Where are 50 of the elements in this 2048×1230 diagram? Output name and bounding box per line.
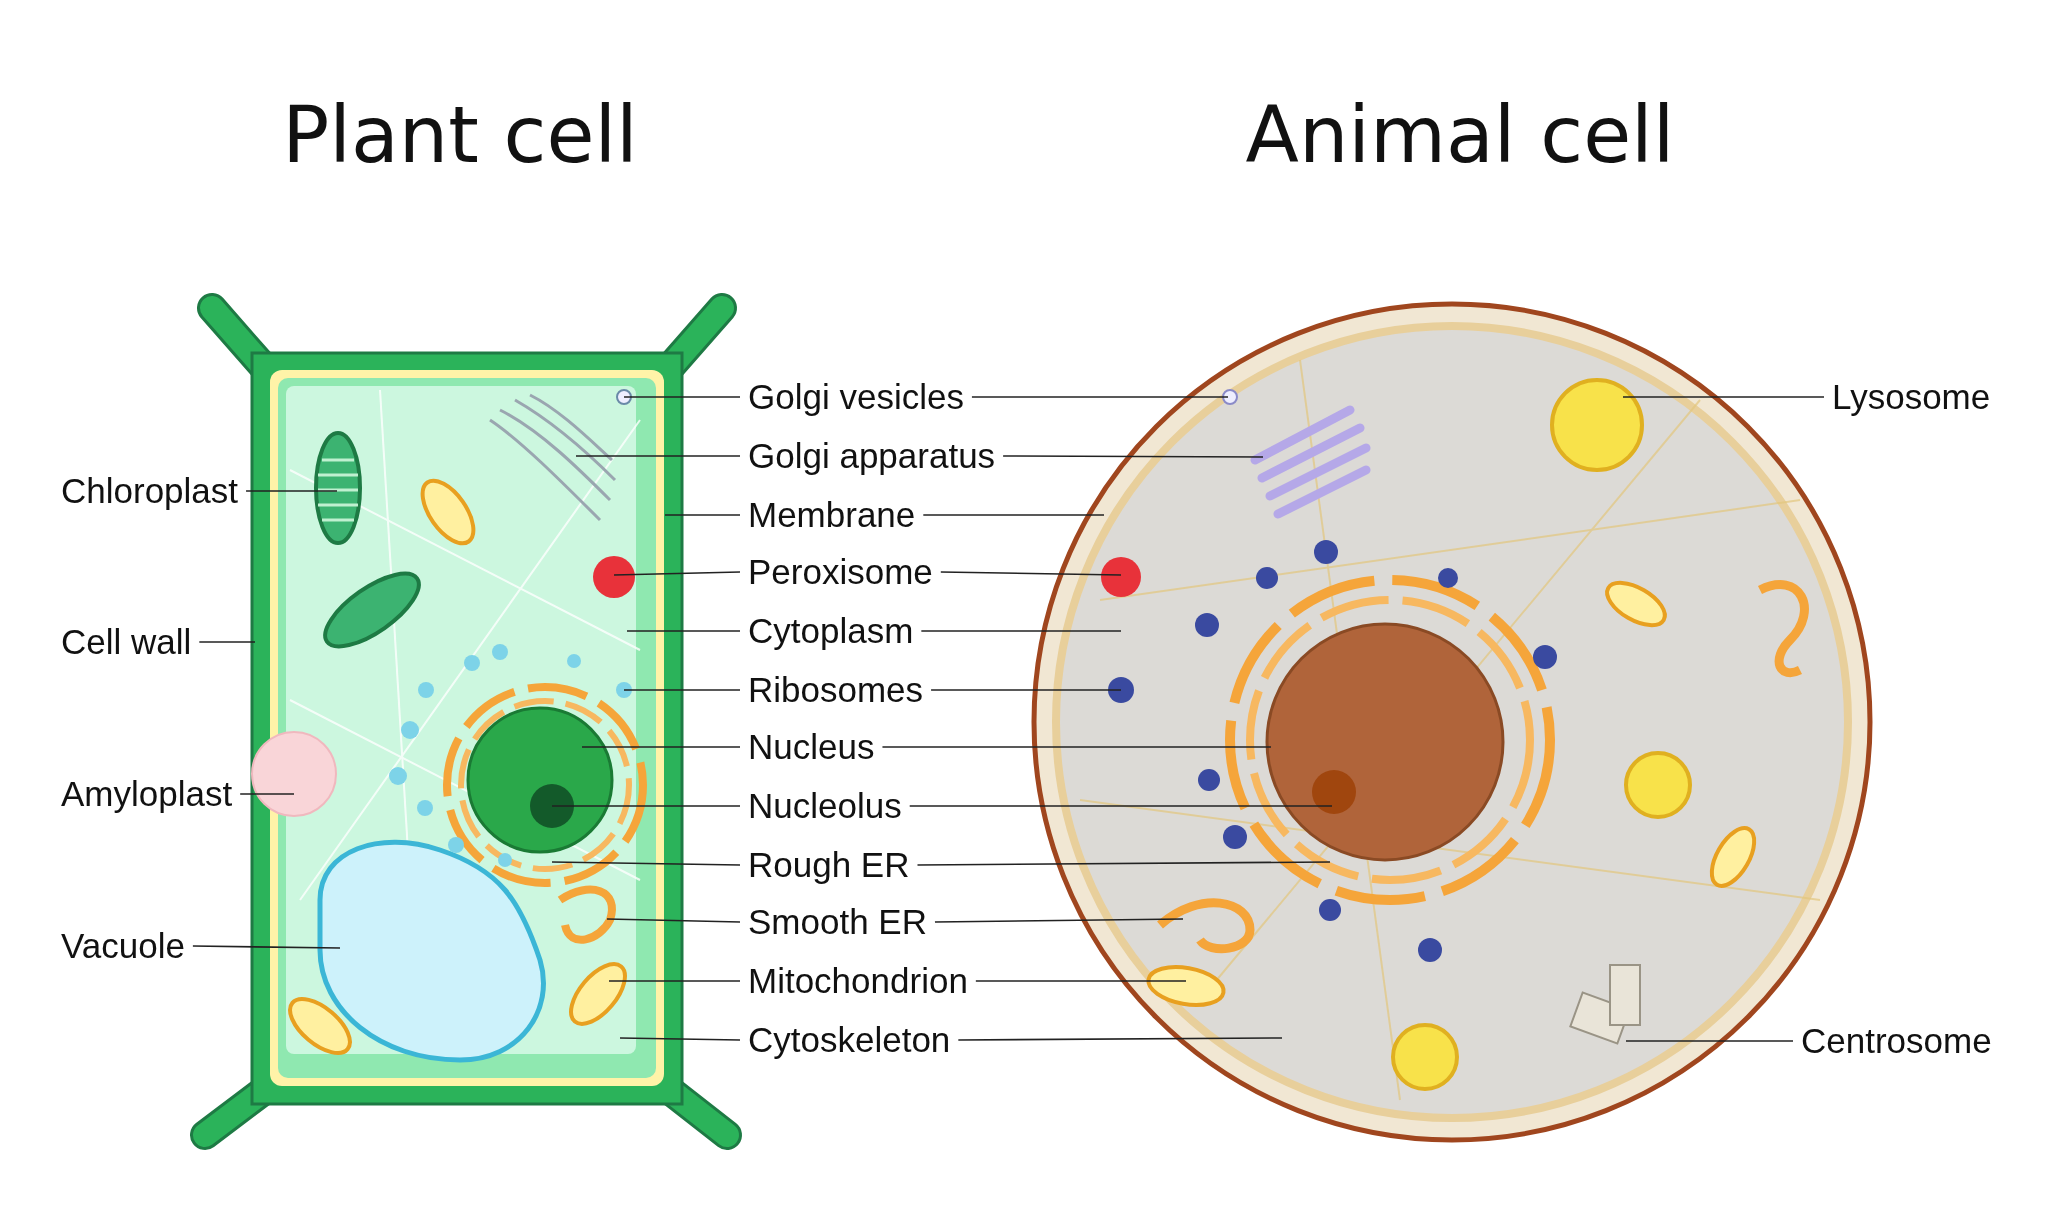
leader-line: [934, 918, 1184, 923]
leader-line: [608, 980, 741, 982]
cell-title: Animal cell: [1245, 90, 1675, 180]
part-label: Cytoplasm: [748, 611, 914, 651]
part-label: Ribosomes: [748, 670, 924, 710]
leader-line: [664, 514, 741, 516]
leader-line: [975, 980, 1187, 982]
leader-line: [1625, 1040, 1794, 1042]
part-label: Amyloplast: [61, 774, 233, 814]
leader-line: [619, 1037, 741, 1041]
leader-line: [551, 805, 741, 807]
leader-line: [581, 746, 741, 748]
leader-line: [239, 793, 295, 795]
part-label: Golgi apparatus: [748, 436, 996, 476]
leader-line: [192, 945, 341, 949]
leader-line: [971, 396, 1229, 398]
leader-line: [908, 805, 1333, 807]
leader-line: [198, 641, 256, 643]
part-label: Peroxisome: [748, 552, 933, 592]
part-label: Nucleolus: [748, 786, 902, 826]
part-label: Cell wall: [61, 622, 192, 662]
leader-line: [1622, 396, 1825, 398]
leader-line: [626, 630, 741, 632]
leader-line: [575, 455, 741, 457]
leader-line: [623, 396, 741, 398]
part-label: Lysosome: [1832, 377, 1991, 417]
part-label: Golgi vesicles: [748, 377, 964, 417]
part-label: Vacuole: [61, 926, 185, 966]
leader-line: [922, 514, 1105, 516]
leader-line: [930, 689, 1122, 691]
leader-line: [881, 746, 1272, 748]
part-label: Centrosome: [1801, 1021, 1992, 1061]
leader-line: [606, 918, 741, 923]
leader-line: [623, 689, 741, 691]
leader-line: [940, 571, 1122, 576]
leader-line: [551, 861, 741, 866]
part-label: Mitochondrion: [748, 961, 968, 1001]
part-label: Smooth ER: [748, 902, 927, 942]
leader-line: [245, 490, 338, 492]
leader-line: [916, 861, 1331, 866]
leader-line: [957, 1037, 1283, 1041]
cell-title: Plant cell: [282, 90, 638, 180]
part-label: Cytoskeleton: [748, 1020, 951, 1060]
part-label: Membrane: [748, 495, 916, 535]
part-label: Rough ER: [748, 845, 910, 885]
part-label: Chloroplast: [61, 471, 239, 511]
leader-line: [613, 571, 741, 576]
part-label: Nucleus: [748, 727, 875, 767]
leader-line: [1002, 455, 1264, 458]
leader-line: [920, 630, 1122, 632]
